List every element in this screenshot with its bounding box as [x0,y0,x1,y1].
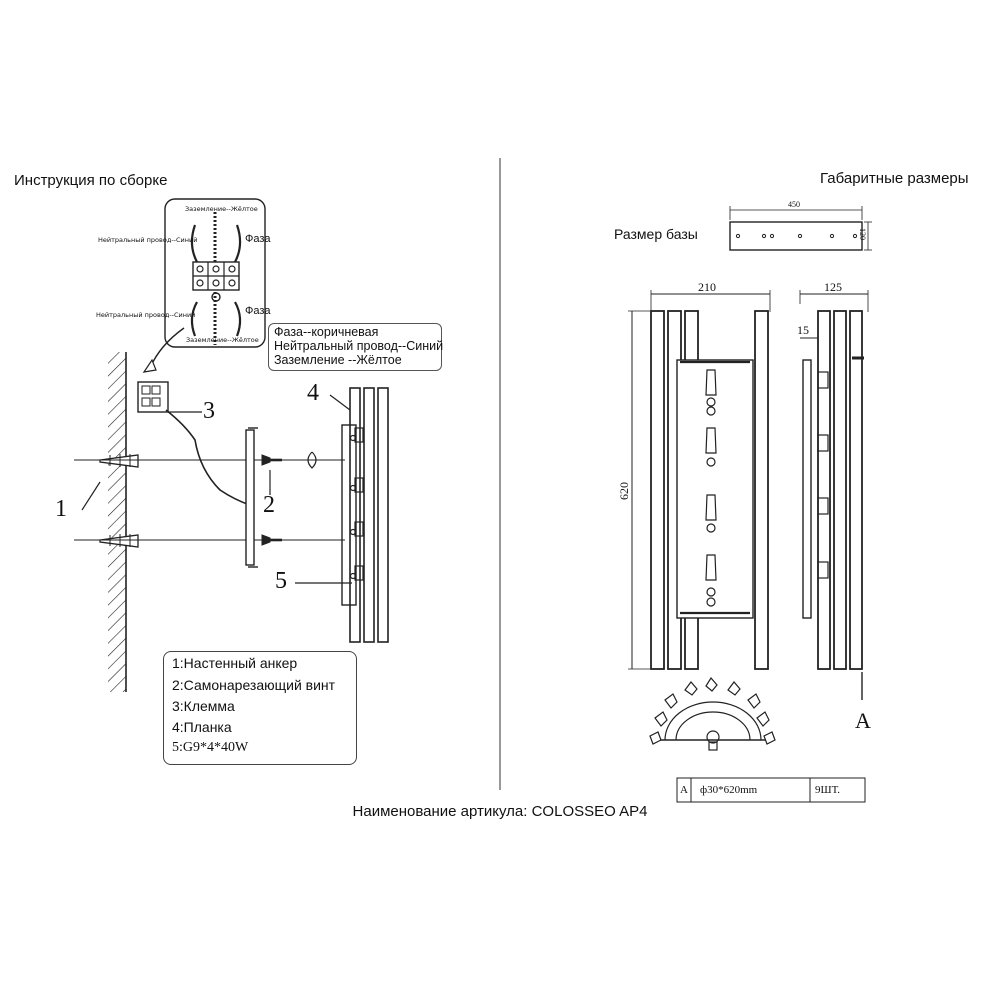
cable [165,409,251,506]
wiring-legend: Фаза--коричневая Нейтральный провод--Син… [268,323,444,371]
spec-table [676,777,866,803]
base-plate [729,206,872,251]
parts-legend-item: 4:Планка [172,719,232,735]
callout-leaders [81,394,352,584]
dimensions-heading: Габаритные размеры [820,170,969,187]
screw-top [261,454,282,466]
parts-legend-item: 5:G9*4*40W [172,740,249,755]
base-height-dim: 120 [858,228,867,240]
article-name: Наименование артикула: COLOSSEO AP4 [352,803,648,820]
terminal-connector [137,381,169,413]
phase-label-bottom: Фаза [245,305,271,317]
offset-dim: 15 [797,323,809,337]
ground-label-bottom: Заземление--Жёлтое [186,336,259,344]
parts-legend: 1:Настенный анкер 2:Самонарезающий винт … [163,651,357,765]
base-width-dim: 450 [788,200,800,209]
phase-label-top: Фаза [245,233,271,245]
wiring-detail [164,198,266,348]
depth-dim: 125 [824,280,842,294]
callout-1: 1 [55,496,67,522]
neutral-label-bottom: Нейтральный провод--Синий [96,311,196,319]
rotation-arrow [307,451,317,469]
wiring-legend-neutral: Нейтральный провод--Синий [274,339,444,353]
wiring-legend-ground: Заземление --Жёлтое [274,353,402,367]
base-size-label: Размер базы [614,226,698,242]
callout-3: 3 [203,398,215,424]
front-view [628,290,771,670]
top-section-view [649,676,776,751]
side-view [799,290,869,700]
spec-size: ф30*620mm [700,784,758,796]
wiring-arrow [149,327,185,369]
height-dim: 620 [617,482,631,500]
width-dim: 210 [698,280,716,294]
neutral-label-top: Нейтральный провод--Синий [98,236,198,244]
callout-4: 4 [307,380,319,406]
spec-mark: A [680,784,688,796]
screw-bottom [261,534,282,546]
lamp-side-view [341,387,389,643]
wiring-legend-phase: Фаза--коричневая [274,325,379,339]
parts-legend-item: 1:Настенный анкер [172,655,298,671]
assembly-heading: Инструкция по сборке [14,172,168,189]
parts-legend-item: 2:Самонарезающий винт [172,677,336,693]
callout-5: 5 [275,568,287,594]
section-mark: A [855,708,871,733]
ground-label-top: Заземление--Жёлтое [185,205,258,213]
wall [108,352,127,692]
mounting-plate [245,427,258,568]
callout-2: 2 [263,492,275,518]
spec-qty: 9ШТ. [815,784,840,796]
parts-legend-item: 3:Клемма [172,698,235,714]
